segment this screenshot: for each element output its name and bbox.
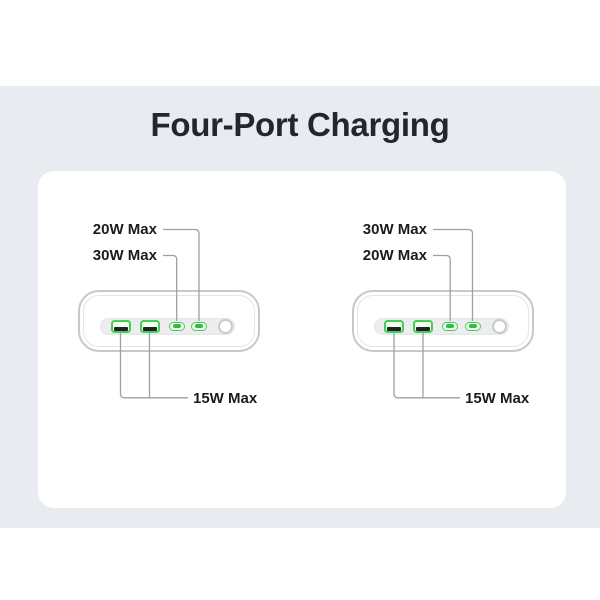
label-15w-max-left: 15W Max — [193, 390, 258, 407]
usb-c-pin — [468, 324, 477, 328]
power-button — [218, 318, 233, 334]
usb-a-slot — [416, 326, 430, 331]
usb-c-pin — [195, 324, 203, 328]
label-30w-max-right: 30W Max — [362, 221, 427, 238]
figure-title: Four-Port Charging — [150, 106, 450, 143]
power-bank-right — [351, 290, 534, 352]
usb-c-port-2 — [464, 321, 481, 331]
power-bank-left — [78, 290, 260, 352]
label-20w-max-right: 20W Max — [362, 247, 427, 264]
power-bank-body — [351, 290, 534, 352]
usb-c-port-1 — [168, 321, 185, 331]
usb-a-slot — [142, 326, 157, 331]
usb-c-port-2 — [191, 321, 207, 331]
usb-a-port-1 — [110, 319, 131, 333]
usb-a-port-2 — [413, 319, 433, 333]
label-15w-max-right: 15W Max — [465, 390, 530, 407]
usb-a-port-1 — [384, 319, 404, 333]
usb-c-pin — [446, 324, 455, 328]
usb-a-slot — [113, 326, 128, 331]
usb-c-port-1 — [442, 321, 459, 331]
usb-a-slot — [387, 326, 401, 331]
label-20w-max-left: 20W Max — [92, 221, 157, 238]
power-bank-body — [78, 290, 260, 352]
usb-c-pin — [172, 324, 181, 328]
label-30w-max-left: 30W Max — [92, 247, 157, 264]
usb-a-port-2 — [139, 319, 160, 333]
power-button — [491, 318, 507, 334]
